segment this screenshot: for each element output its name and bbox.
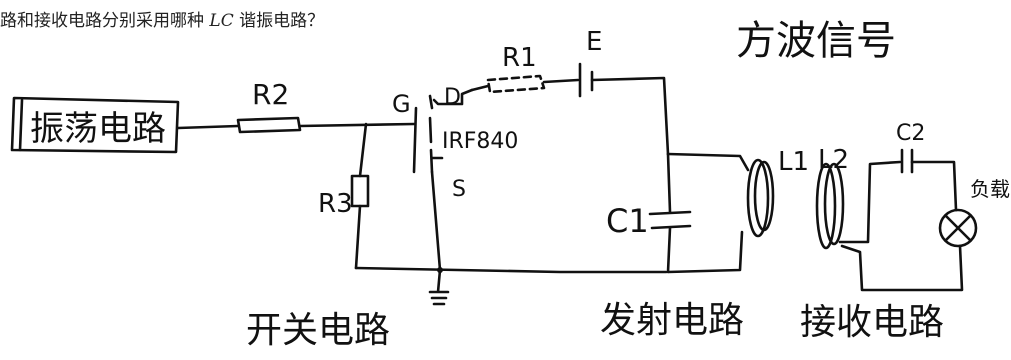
r3-label: R3: [318, 189, 353, 219]
wire-l2-c2: [838, 160, 902, 244]
gate-label: G: [392, 90, 411, 118]
switch-circuit-label: 开关电路: [246, 310, 390, 351]
wire-bottom: [354, 266, 668, 274]
r2-label: R2: [252, 78, 289, 111]
wire-r3-bottom: [354, 204, 362, 270]
drain-label: D: [444, 85, 461, 110]
wire-r1-e: [542, 78, 580, 84]
wire-bottom-l1: [666, 230, 744, 274]
wire-source-down: [430, 170, 442, 272]
coil-l1-loop1: [746, 158, 770, 238]
question-lc: LC: [209, 11, 234, 31]
coil-l2-loop2: [823, 162, 845, 246]
r2-resistor: [236, 116, 302, 134]
wire-osc-r2: [176, 124, 240, 130]
oscillator-box: [10, 96, 180, 154]
r1-resistor: [486, 74, 546, 94]
wire-r1-left: [470, 84, 490, 92]
coil-l2-loop1: [815, 162, 837, 250]
mosfet-gate-bar: [412, 106, 418, 174]
wire-c1-bottom: [666, 226, 672, 274]
wire-c2-load: [910, 160, 958, 212]
coil-l1-loop2: [753, 160, 775, 232]
question-prefix: 路和接收电路分别采用哪种: [0, 11, 210, 31]
c2-label: C2: [896, 121, 925, 146]
transmit-circuit-label: 发射电路: [600, 300, 744, 341]
wire-r3-top: [358, 122, 368, 178]
wire-r2-gate: [298, 122, 416, 128]
l2-label: L2: [818, 145, 849, 175]
load-label: 负载: [970, 177, 1010, 201]
e-label: E: [586, 27, 602, 57]
r1-label: R1: [502, 43, 537, 73]
capacitor-c1: [648, 210, 692, 230]
mosfet-channel: [428, 94, 434, 174]
source-label: S: [452, 177, 466, 202]
load-lamp: [938, 208, 978, 248]
question-text: 路和接收电路分别采用哪种 LC 谐振电路？: [0, 6, 324, 31]
wire-top-l1: [666, 152, 750, 172]
title-label: 方波信号: [736, 18, 896, 64]
battery-e: [578, 62, 594, 98]
oscillator-box-inner-line: [18, 98, 24, 152]
load-lamp-cross: [944, 214, 972, 242]
r3-resistor: [350, 174, 370, 208]
wire-e-right: [590, 76, 670, 156]
wire-drain-r1: [432, 88, 474, 106]
capacitor-c2: [900, 148, 914, 174]
mosfet-label: IRF840: [442, 129, 518, 154]
c1-label: C1: [606, 202, 649, 240]
ground-symbol: [428, 268, 450, 306]
wire-c1-top: [666, 152, 672, 214]
wire-load-return: [840, 244, 964, 292]
oscillator-label: 振荡电路: [30, 109, 166, 149]
question-suffix: 谐振电路？: [233, 11, 325, 31]
l1-label: L1: [778, 147, 809, 177]
receive-circuit-label: 接收电路: [800, 302, 944, 343]
